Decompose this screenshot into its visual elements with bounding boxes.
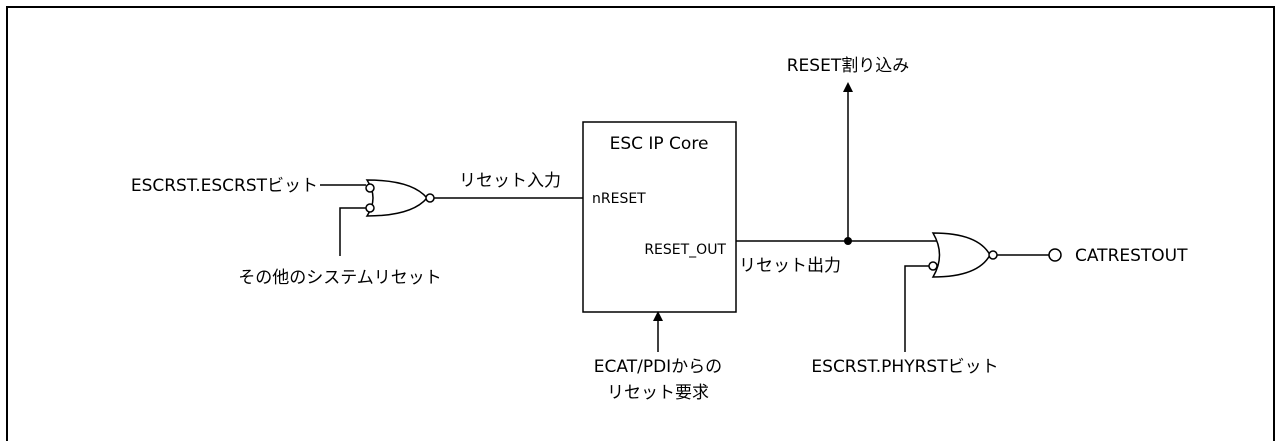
outer-frame	[6, 6, 1275, 441]
input-nor-gate	[365, 179, 435, 217]
ecat-request-label-line2: リセット要求	[607, 383, 709, 403]
reset-output-label: リセット出力	[739, 256, 841, 276]
output-bubble-bottom	[928, 261, 938, 271]
reset-out-pin-label: RESET_OUT	[644, 242, 726, 258]
reset-interrupt-label: RESET割り込み	[787, 56, 909, 76]
catrestout-label: CATRESTOUT	[1075, 246, 1188, 266]
escrst-bit-label: ESCRST.ESCRSTビット	[131, 176, 318, 196]
phyrst-wire	[904, 265, 929, 352]
reset-input-label: リセット入力	[459, 171, 561, 191]
esc-ip-core-block	[582, 121, 737, 313]
other-reset-wire	[339, 207, 366, 256]
ecat-request-label-line1: ECAT/PDIからの	[594, 357, 722, 377]
core-title: ESC IP Core	[610, 134, 709, 154]
other-reset-label: その他のシステムリセット	[238, 268, 442, 288]
output-nor-gate	[931, 232, 998, 278]
input-bubble-bottom	[365, 203, 375, 213]
catrestout-terminal	[1048, 248, 1062, 262]
input-bubble-top	[365, 183, 375, 193]
phyrst-bit-label: ESCRST.PHYRSTビット	[811, 357, 998, 377]
nreset-pin-label: nRESET	[592, 191, 646, 207]
